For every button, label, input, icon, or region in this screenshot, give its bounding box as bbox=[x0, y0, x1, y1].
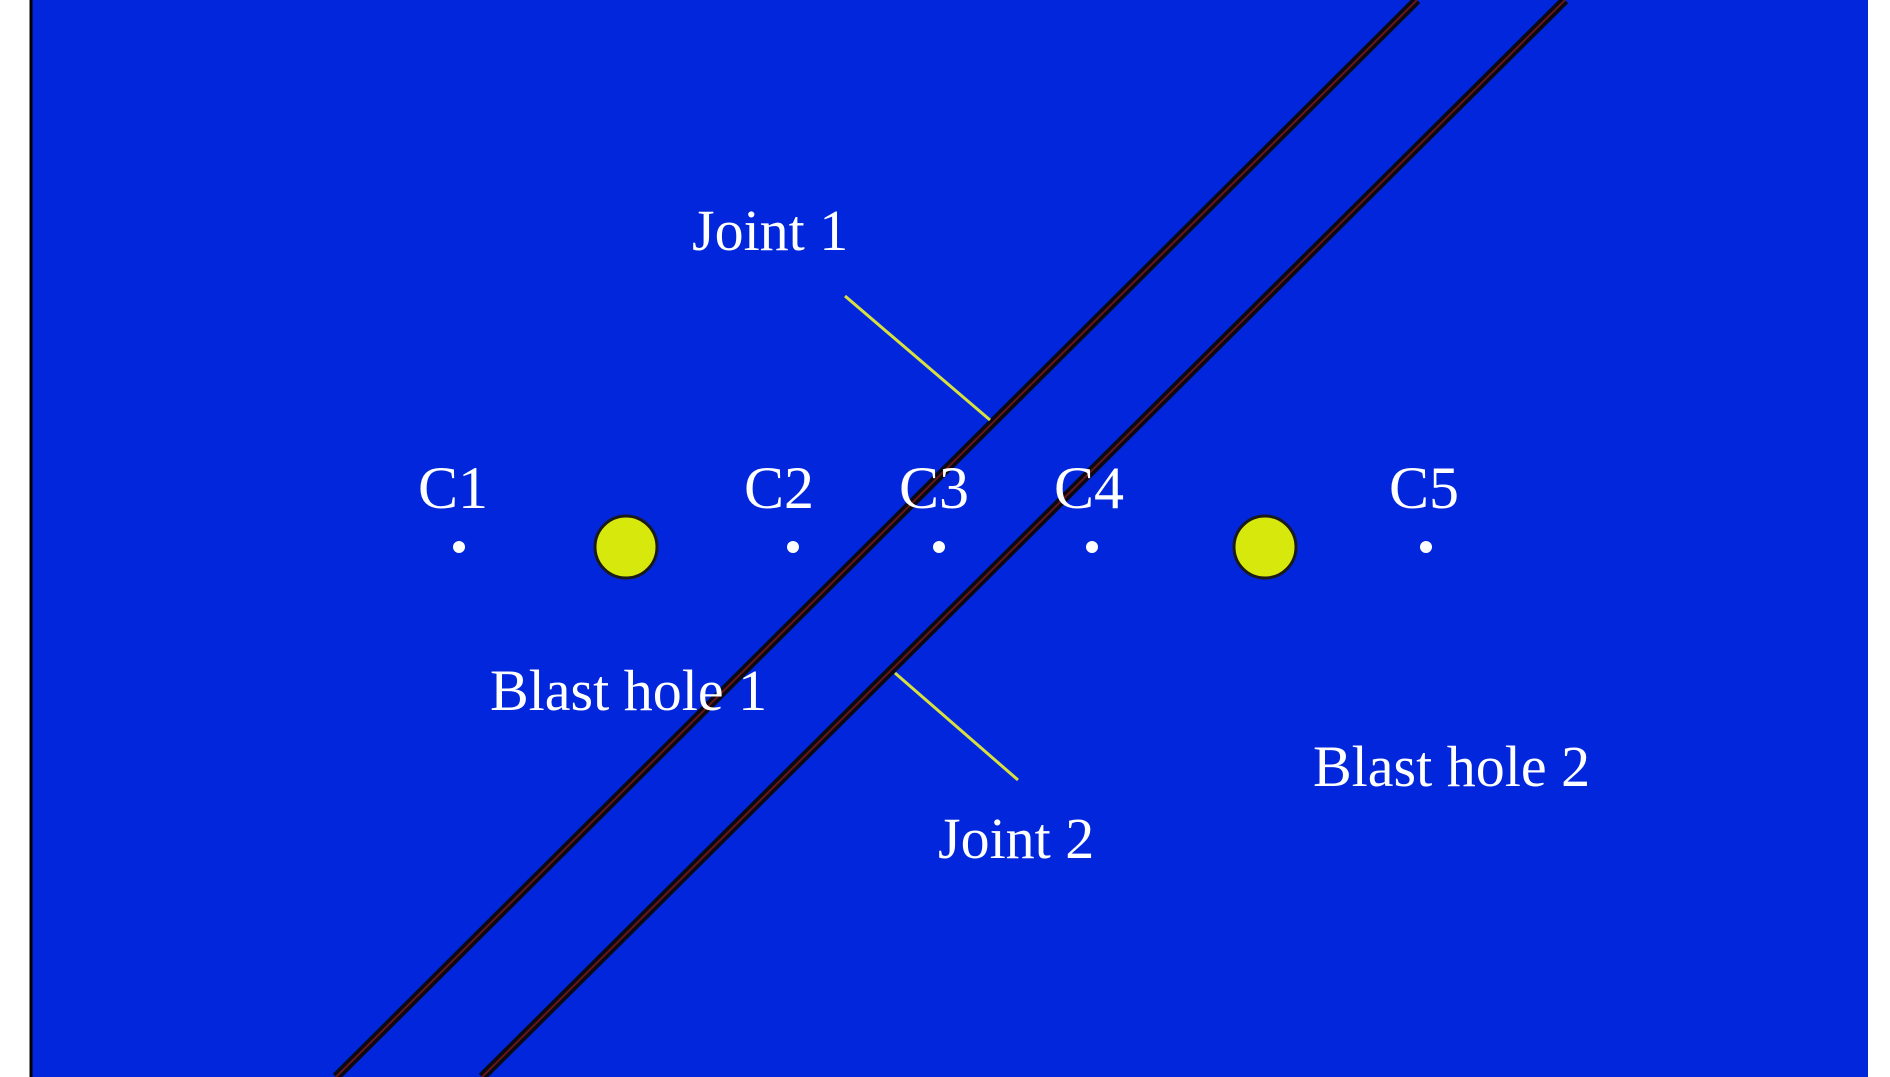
joint-2-leader-line bbox=[894, 671, 1019, 782]
joint-2-core bbox=[481, 0, 1566, 1077]
joint-1-label: Joint 1 bbox=[692, 198, 848, 263]
joint-2-label: Joint 2 bbox=[938, 806, 1094, 871]
measuring-point-c2-label: C2 bbox=[744, 455, 814, 521]
measuring-point-c5-label: C5 bbox=[1389, 455, 1459, 521]
blast-hole-1-label: Blast hole 1 bbox=[490, 658, 767, 723]
measuring-point-c3 bbox=[933, 541, 945, 553]
blast-hole-2-marker bbox=[1232, 514, 1298, 580]
joint-2 bbox=[478, 0, 1569, 1077]
measuring-point-c1 bbox=[453, 541, 465, 553]
measuring-point-c2 bbox=[787, 541, 799, 553]
measuring-point-c3-label: C3 bbox=[899, 455, 969, 521]
blast-hole-2-label: Blast hole 2 bbox=[1313, 734, 1590, 799]
measuring-point-c4 bbox=[1086, 541, 1098, 553]
joint-1-leader-line bbox=[844, 294, 991, 422]
measuring-point-c4-label: C4 bbox=[1054, 455, 1124, 521]
joint-1-core bbox=[335, 0, 1418, 1077]
measuring-point-c5 bbox=[1420, 541, 1432, 553]
measuring-point-c1-label: C1 bbox=[418, 455, 488, 521]
joint-1 bbox=[332, 0, 1421, 1077]
rock-model-domain bbox=[31, 0, 1868, 1077]
blast-hole-1-marker bbox=[593, 514, 659, 580]
